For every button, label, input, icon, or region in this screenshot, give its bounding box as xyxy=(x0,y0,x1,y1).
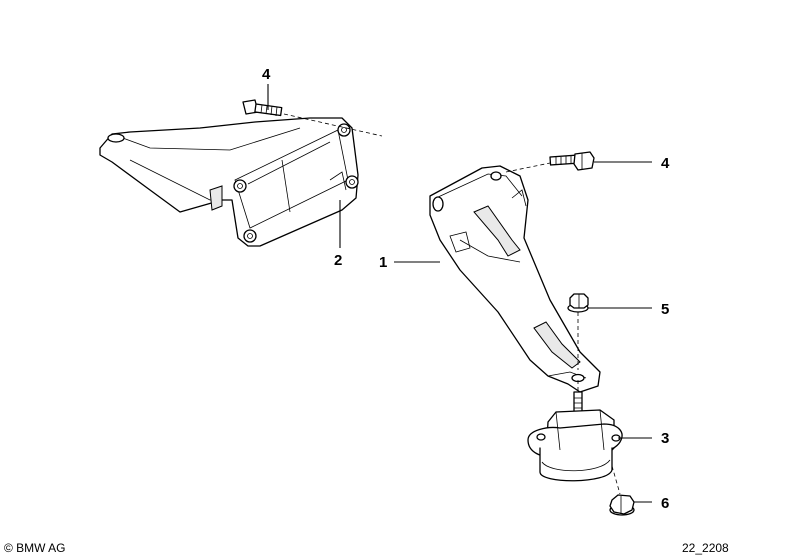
mount-axis xyxy=(611,465,621,495)
callout-2: 2 xyxy=(334,252,342,269)
copyright-text: © BMW AG xyxy=(4,541,66,555)
callout-3: 3 xyxy=(661,430,669,447)
callout-6: 6 xyxy=(661,495,669,512)
callout-1: 1 xyxy=(379,254,387,271)
bolt-top-part-4 xyxy=(242,99,283,117)
bolt-right-axis xyxy=(505,162,551,173)
bracket-left-part-2 xyxy=(99,117,359,247)
callout-4-right: 4 xyxy=(661,155,670,172)
nut-part-5 xyxy=(567,293,589,313)
engine-mount-part-3 xyxy=(527,380,623,482)
bracket-right-part-1 xyxy=(429,165,601,393)
diagram-id: 22_2208 xyxy=(682,541,729,555)
bolt-right-part-4 xyxy=(549,151,595,171)
callout-5: 5 xyxy=(661,301,669,318)
callout-4-top: 4 xyxy=(262,66,271,83)
nut-part-6 xyxy=(609,494,635,516)
bolt-top-axis xyxy=(283,113,383,137)
